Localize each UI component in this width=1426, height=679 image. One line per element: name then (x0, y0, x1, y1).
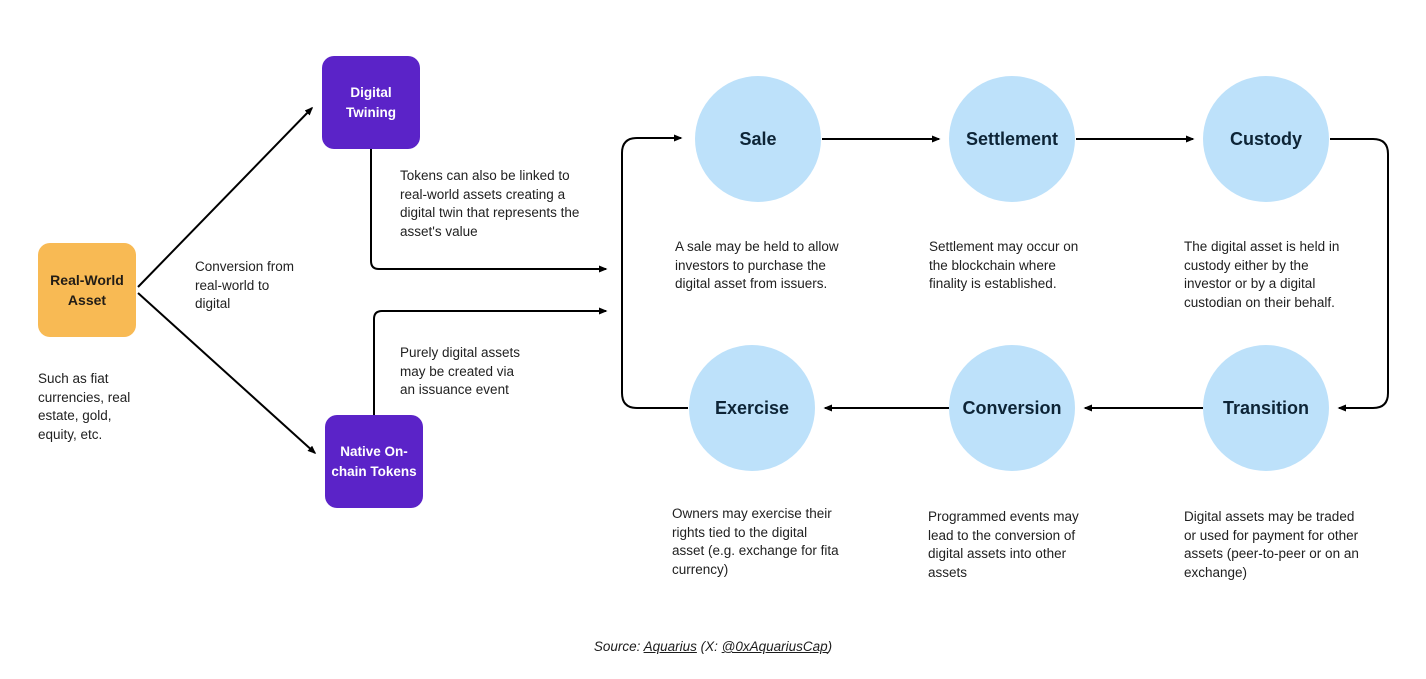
real-world-asset-caption: Such as fiat currencies, real estate, go… (38, 371, 131, 442)
stage-description-transition: Digital assets may be traded or used for… (1184, 509, 1359, 580)
source-link-aquarius[interactable]: Aquarius (643, 639, 697, 654)
stage-description-custody: The digital asset is held in custody eit… (1184, 239, 1340, 310)
stage-description-conversion: Programmed events may lead to the conver… (928, 509, 1079, 580)
stage-circle-exercise: Exercise (689, 345, 815, 471)
node-native-onchain-tokens: Native On-chain Tokens (325, 415, 423, 508)
digital-twining-description: Tokens can also be linked to real-world … (400, 168, 580, 239)
stage-circle-transition: Transition (1203, 345, 1329, 471)
arrow-asset-to-native (137, 292, 317, 455)
source-link-x-handle[interactable]: @0xAquariusCap (721, 639, 828, 654)
native-onchain-tokens-description: Purely digital assets may be created via… (400, 345, 521, 398)
stage-description-sale: A sale may be held to allow investors to… (675, 239, 839, 292)
stage-description-settlement: Settlement may occur on the blockchain w… (929, 239, 1079, 292)
source-suffix: ) (827, 639, 833, 654)
node-digital-twining: Digital Twining (322, 56, 420, 149)
stage-circle-settlement: Settlement (949, 76, 1075, 202)
conversion-edge-label: Conversion from real-world to digital (195, 259, 295, 312)
stage-description-exercise: Owners may exercise their rights tied to… (672, 506, 839, 577)
stage-circle-custody: Custody (1203, 76, 1329, 202)
source-prefix: Source: (593, 639, 644, 654)
node-real-world-asset: Real-World Asset (38, 243, 136, 337)
stage-circle-sale: Sale (695, 76, 821, 202)
source-middle: (X: (696, 639, 722, 654)
source-attribution: Source: Aquarius (X: @0xAquariusCap) (0, 639, 1426, 654)
stage-circle-conversion: Conversion (949, 345, 1075, 471)
